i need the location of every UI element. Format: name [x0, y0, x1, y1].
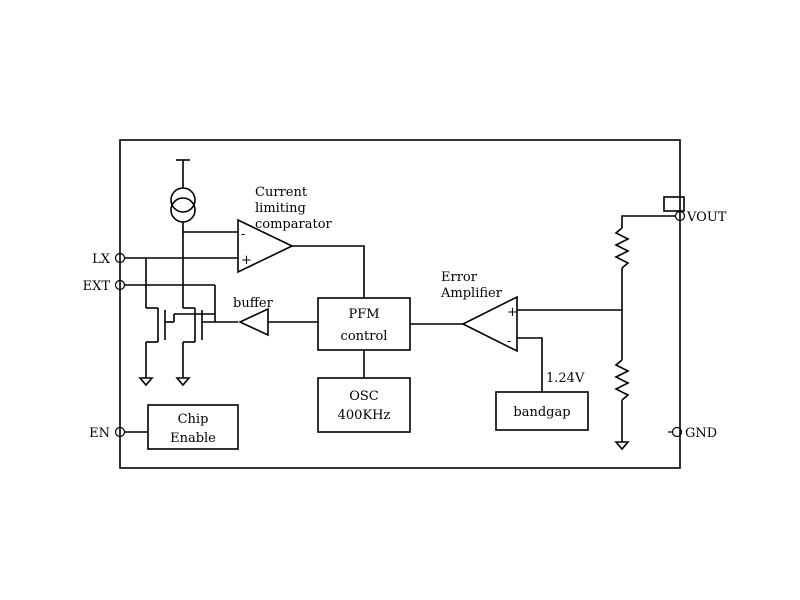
current-source [170, 159, 196, 232]
error-amplifier: + - Error Amplifier [440, 270, 518, 353]
pin-lx-label: LX [92, 252, 111, 267]
error-amp-plus: + [507, 305, 518, 320]
current-source-inner [170, 197, 196, 223]
wire-ref-to-minus [517, 337, 543, 392]
chip-enable-box [147, 404, 239, 450]
power-switches [124, 232, 238, 387]
pin-gnd-terminal [671, 426, 683, 438]
oscillator-box [317, 377, 411, 433]
error-amp-label-2: Amplifier [440, 286, 503, 301]
oscillator-block: OSC 400KHz [317, 377, 411, 433]
bandgap-block: bandgap 1.24V [495, 371, 589, 431]
wire-vout-to-divider [621, 215, 676, 228]
osc-label-1: OSC [349, 389, 379, 404]
pfm-control-block: PFM control [317, 297, 411, 351]
comparator-minus: - [241, 227, 245, 242]
pin-vout: VOUT [663, 196, 727, 225]
ground-symbol-2 [175, 377, 191, 387]
pfm-label-2: control [341, 329, 388, 344]
pin-en: EN [89, 426, 126, 441]
comparator-label-3: comparator [255, 217, 333, 232]
wire-comp-to-pfm [292, 245, 365, 298]
bandgap-box [495, 391, 589, 431]
chip-enable-label-2: Enable [170, 431, 216, 446]
current-source-outer [170, 187, 196, 213]
vout-pad [663, 196, 685, 212]
chip-outline [119, 139, 681, 469]
pin-vout-label: VOUT [686, 210, 727, 225]
pin-gnd: GND [668, 426, 717, 441]
comparator-label-2: limiting [255, 201, 306, 216]
ground-symbol-1 [138, 377, 154, 387]
buffer: buffer [233, 296, 274, 337]
pin-gnd-label: GND [685, 426, 717, 441]
buffer-label: buffer [233, 296, 274, 311]
reference-voltage-label: 1.24V [546, 371, 585, 386]
chip-enable-block: Chip Enable [124, 404, 239, 450]
error-amp-minus: - [507, 334, 511, 349]
error-amp-label-1: Error [441, 270, 478, 285]
osc-label-2: 400KHz [338, 408, 391, 423]
current-limiting-comparator: - + Current limiting comparator [237, 185, 333, 274]
comparator-plus: + [241, 253, 252, 268]
pfm-label-1: PFM [348, 307, 379, 322]
bandgap-label: bandgap [513, 405, 570, 420]
comparator-triangle [237, 218, 294, 274]
buffer-triangle [238, 307, 269, 337]
comparator-label-1: Current [255, 185, 308, 200]
chip-enable-label-1: Chip [178, 412, 209, 427]
feedback-divider [614, 215, 676, 451]
error-amp-triangle [461, 295, 518, 353]
resistor-bottom [614, 359, 630, 401]
pin-ext-label: EXT [83, 279, 111, 294]
resistor-top [614, 227, 630, 269]
pin-ext: EXT [83, 279, 126, 294]
ground-symbol-3 [614, 441, 630, 451]
pin-en-label: EN [89, 426, 110, 441]
